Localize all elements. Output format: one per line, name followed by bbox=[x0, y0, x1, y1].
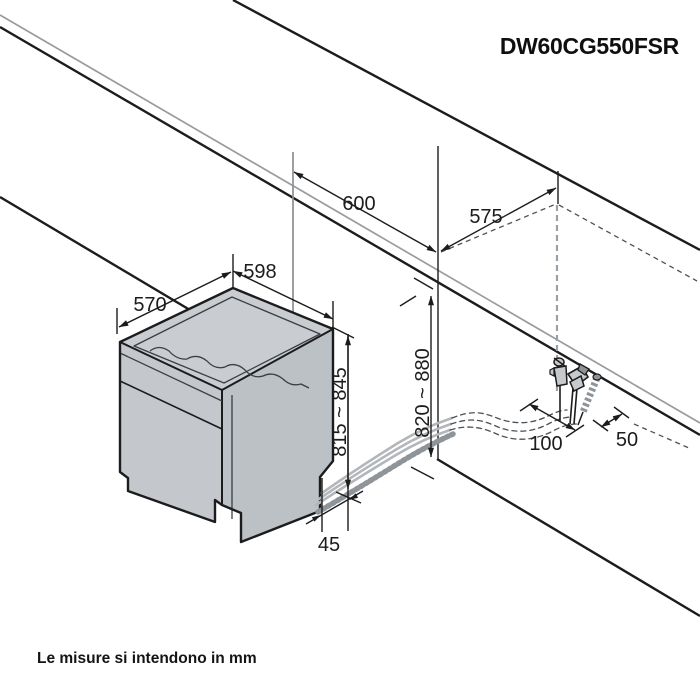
drain-hose-icon bbox=[577, 373, 602, 426]
dishwasher-outline bbox=[118, 286, 335, 544]
dimension-label-598: 598 bbox=[243, 261, 276, 283]
dimension-label-575: 575 bbox=[469, 206, 502, 228]
dishwasher-side-face bbox=[222, 329, 333, 542]
dishwasher-illustration bbox=[118, 286, 335, 544]
tick-100-right bbox=[565, 424, 585, 438]
room-lines bbox=[0, 0, 700, 618]
dimension-label-570: 570 bbox=[133, 294, 166, 316]
dim-line-575 bbox=[440, 187, 557, 252]
supply-hose bbox=[320, 416, 454, 495]
arrow-45-right bbox=[349, 493, 359, 500]
tick-100-left bbox=[519, 398, 539, 412]
dimension-label-815-845: 815 ~ 845 bbox=[329, 367, 351, 457]
tick-50-left bbox=[592, 419, 609, 432]
dim-line-598 bbox=[232, 270, 334, 320]
dimension-label-50: 50 bbox=[616, 429, 638, 451]
front-rim-line bbox=[119, 352, 223, 402]
routing-dashed-2 bbox=[450, 416, 573, 432]
wall-connections bbox=[549, 357, 602, 426]
tick-820-floor bbox=[410, 466, 435, 480]
underside-mark-1 bbox=[413, 277, 434, 290]
dim-line-50 bbox=[600, 413, 623, 428]
water-tap-icon bbox=[549, 357, 568, 421]
dim-line-600 bbox=[293, 171, 437, 253]
underside-mark-2 bbox=[399, 295, 417, 307]
tick-815-top bbox=[331, 326, 355, 339]
model-number: DW60CG550FSR bbox=[500, 33, 680, 59]
counter-front-edge-top bbox=[0, 14, 700, 424]
arrow-45-left bbox=[311, 515, 321, 522]
supply-valve-icon bbox=[566, 363, 590, 425]
counter-back-edge bbox=[232, 0, 700, 252]
drain-hose-corrugated bbox=[315, 431, 456, 515]
dimension-label-45: 45 bbox=[318, 534, 340, 556]
units-note: Le misure si intendono in mm bbox=[37, 650, 257, 667]
dimension-label-820-880: 820 ~ 880 bbox=[412, 348, 434, 438]
wall-base-dashed bbox=[558, 204, 698, 282]
dim-line-100 bbox=[528, 403, 576, 431]
top-wave-decoration bbox=[149, 346, 310, 389]
floor-wall-line-right bbox=[436, 457, 700, 618]
dim-line-570 bbox=[118, 271, 232, 328]
control-panel-line bbox=[119, 380, 223, 430]
dimension-lines bbox=[118, 171, 630, 532]
tick-815-bottom bbox=[335, 491, 362, 504]
base-dashed-after-50 bbox=[633, 423, 690, 449]
dimension-labels: 600 575 598 570 815 ~ 845 820 ~ 880 45 1… bbox=[133, 193, 638, 556]
dimension-label-600: 600 bbox=[342, 193, 375, 215]
tick-50-right bbox=[613, 406, 630, 419]
dimension-label-100: 100 bbox=[529, 433, 562, 455]
